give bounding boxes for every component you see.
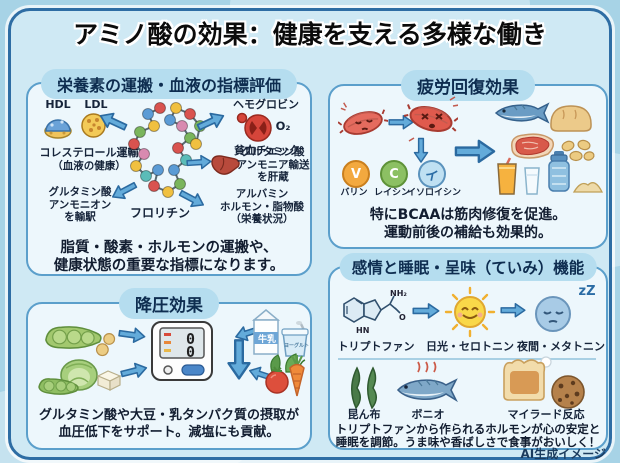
valine-letter: V [350, 166, 362, 182]
leucine-letter: C [389, 166, 399, 182]
tomato-icon [265, 366, 289, 394]
sleep-face-icon [535, 296, 571, 332]
nuts-icon [561, 139, 595, 162]
ldl-particle-icon [81, 113, 106, 138]
peptide-label: フロリチン [129, 206, 190, 220]
arrow-to-hemoglobin-icon [196, 112, 225, 131]
maillard-label: マイラード反応 [507, 408, 585, 421]
valine-badge: V [342, 160, 370, 188]
cholesterol-sub-label: （血液の健康） [52, 160, 126, 172]
hemoglobin-icon [236, 112, 272, 142]
o-label: O [399, 313, 406, 322]
hdl-label: HDL [45, 98, 71, 111]
yogurt-label: ヨーグルト [284, 342, 309, 349]
serotonin-label: 日光・セロトニン [426, 340, 514, 353]
divider-line [338, 358, 596, 360]
arrow-to-liver-icon [186, 154, 212, 170]
arrow-to-glutamate-icon [111, 181, 138, 200]
panel-fatigue-title: 疲労回復効果 [401, 70, 535, 101]
transport-caption-1: 脂質・酸素・ホルモンの運搬や、 [60, 240, 278, 256]
kombu-label: 昆ん布 [347, 408, 381, 421]
panel-emotion: 感情と睡眠・呈味（ていみ）機能 NH₂ O HN トリプトファン 日光・セロトニ… [328, 253, 608, 450]
panel-pressure: 降圧効果 0 0 牛乳 [26, 288, 312, 450]
protein-shaker-icon [548, 151, 570, 192]
panel-pressure-title: 降圧効果 [119, 288, 219, 319]
hdl-particle-icon [44, 119, 72, 139]
panel-fatigue: 疲労回復効果 V C イ バリン レイシン [328, 70, 608, 249]
cookie-icon [551, 375, 585, 409]
sun-serotonin-icon [444, 286, 496, 338]
edamame-pod-icon [38, 378, 79, 395]
liver-icon [211, 155, 240, 175]
pressure-caption-1: グルタミン酸や大豆・乳タンパク質の摂取が [38, 408, 299, 423]
milk-label: 牛乳 [258, 333, 276, 345]
panel-emotion-title: 感情と睡眠・呈味（ていみ）機能 [339, 253, 597, 281]
liver-transport-label: グルタミン酸 アンモニア輸送 を肝蔵 [236, 146, 310, 184]
arrow-beans-to-monitor-icon [118, 327, 146, 343]
emotion-caption-2: 睡眠を調節。うま味や香ばしさで食事がおいしく！ [335, 435, 601, 449]
fatigue-caption-2: 運動前後の補給も効果的。 [384, 225, 552, 241]
tuna-fish-icon [494, 102, 550, 124]
bread-icon [550, 105, 592, 132]
cholesterol-label: コレステロール運輸 [39, 146, 139, 159]
tryptophan-molecule-icon: NH₂ O HN [343, 289, 407, 335]
o2-label: O₂ [275, 119, 291, 133]
bonito-label: ボニオ [411, 408, 445, 421]
zz-label: zZ [578, 284, 596, 299]
arrow-to-serotonin-icon [412, 303, 440, 319]
emotion-caption-1: トリプトファンから作られるホルモンが心の安定と [335, 422, 601, 436]
toast-icon [503, 356, 552, 401]
juice-glass-icon [497, 157, 517, 195]
hemoglobin-label: ヘモグロビン [233, 98, 299, 111]
valine-label: バリン [340, 188, 368, 198]
page-title: アミノ酸の効果：健康を支える多様な働き [73, 20, 547, 49]
pressure-caption-2: 血圧低下をサポート。減塩にも貢献。 [58, 425, 280, 440]
protein-powder-icon [572, 182, 604, 193]
isoleucine-letter: イ [423, 167, 440, 185]
milk-carton-icon: 牛乳 [251, 309, 281, 355]
nh2-label: NH₂ [390, 289, 407, 298]
peptide-chain-icon [128, 102, 206, 198]
isoleucine-label: イソロイシン [406, 188, 461, 198]
arrow-to-foods-icon [454, 139, 496, 164]
arrow-big-down-icon [227, 339, 251, 380]
leucine-label: レイシン [373, 188, 410, 198]
ai-credit-note: AI生成イメージ [520, 447, 606, 461]
tired-muscle-icon [338, 102, 388, 135]
melatonin-label: 夜間・メタトニン [517, 340, 605, 353]
arrow-down-bcaa-icon [413, 137, 429, 163]
bp-monitor-icon: 0 0 [151, 321, 213, 381]
meat-icon [511, 133, 555, 159]
tofu-icon [96, 370, 122, 391]
arrow-muscle-icon [388, 115, 414, 130]
bp-digit-top: 0 [186, 330, 195, 348]
bonito-fish-icon [396, 361, 458, 403]
tryptophan-label: トリプトファン [337, 340, 415, 353]
anemia-check-label: 貧血チェック [234, 144, 300, 157]
kombu-seaweed-icon [351, 366, 377, 410]
fatigue-caption-1: 特にBCAAは筋肉修復を促進。 [369, 207, 567, 223]
bp-digit-bottom: 0 [186, 343, 195, 361]
arrow-to-cholesterol-icon [99, 112, 128, 131]
edamame-icon [45, 326, 116, 357]
arrow-to-albumin-icon [178, 189, 205, 208]
albumin-label: アルバミン ホルモン・脂物酸 （栄養状況） [220, 188, 304, 226]
hn-label: HN [356, 326, 369, 335]
arrow-veg-left-to-monitor-icon [120, 362, 148, 378]
yogurt-cup-icon: ヨーグルト [281, 321, 309, 357]
strained-muscle-icon [404, 96, 458, 142]
panel-transport: 栄養素の運搬・血液の指標評価 HDL LDL コレステロール運輸 （血液の健康）… [26, 69, 312, 276]
ldl-label: LDL [84, 98, 108, 111]
milk-glass-icon [524, 167, 540, 195]
panel-transport-title: 栄養素の運搬・血液の指標評価 [40, 69, 298, 99]
arrow-to-melatonin-icon [500, 303, 526, 318]
transport-caption-2: 健康状態の重要な指標になります。 [53, 258, 285, 274]
glutamate-transport-label: グルタミン酸 アンモニオン を輸駅 [48, 186, 112, 224]
carrot-icon [289, 355, 305, 397]
leucine-badge: C [380, 160, 408, 188]
